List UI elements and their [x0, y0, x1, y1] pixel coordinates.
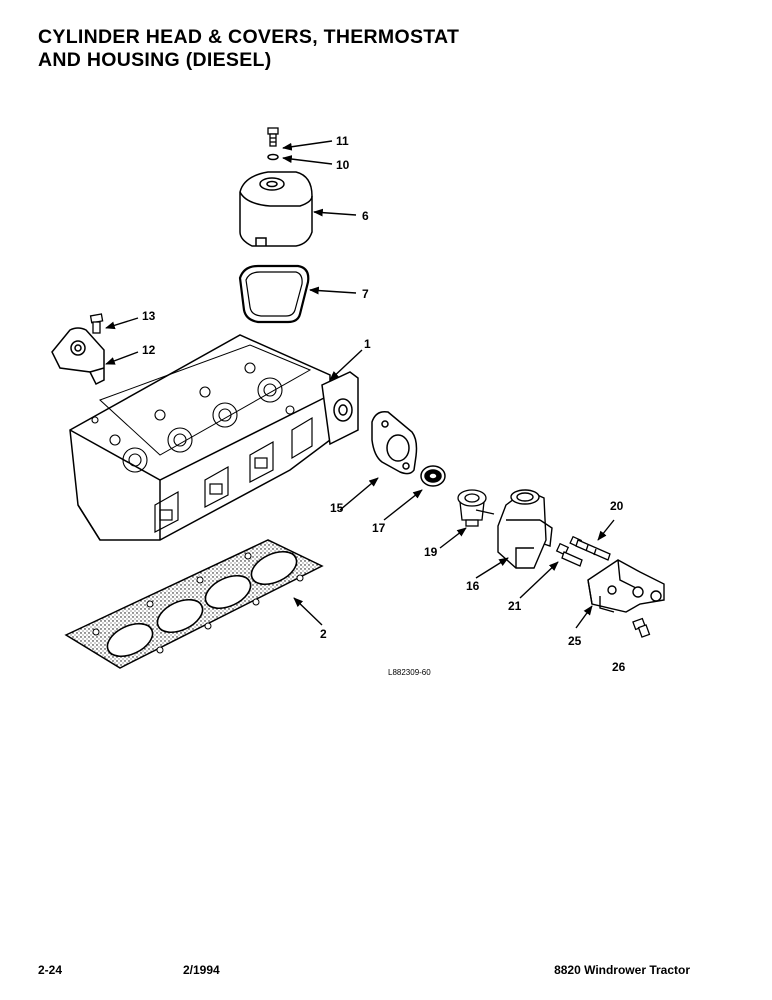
callout-labels: 11 10 6 7 13 12 1 15 17 19 16 20 21 25 2…: [142, 134, 626, 674]
bolt-part-13: [89, 313, 104, 334]
title-line-1: CYLINDER HEAD & COVERS, THERMOSTAT: [38, 26, 460, 48]
cylinder-head-part-1: [69, 334, 359, 541]
page-title: CYLINDER HEAD & COVERS, THERMOSTAT AND H…: [38, 26, 459, 72]
page-number: 2-24: [38, 963, 63, 977]
callout-10: 10: [336, 158, 350, 172]
bolt-part-26: [632, 617, 651, 638]
figure-reference: L882309-60: [388, 668, 431, 677]
washer-part-10: [267, 153, 279, 161]
leader-arrows: [105, 140, 615, 629]
callout-16: 16: [466, 579, 480, 593]
callout-17: 17: [372, 521, 386, 535]
title-line-2: AND HOUSING (DIESEL): [38, 49, 272, 71]
callout-1: 1: [364, 337, 371, 351]
callout-11: 11: [336, 134, 349, 148]
thermostat-part-19: [457, 489, 495, 527]
bolt-part-21: [555, 542, 583, 567]
publication-date: 2/1994: [183, 963, 220, 977]
callout-6: 6: [362, 209, 369, 223]
seal-ring-part-17: [420, 465, 446, 487]
seal-part-7: [238, 264, 310, 324]
housing-gasket-part-15: [371, 410, 418, 475]
callout-19: 19: [424, 545, 438, 559]
callout-2: 2: [320, 627, 327, 641]
bolt-part-20: [569, 535, 611, 561]
mounting-bracket-part-25: [587, 559, 665, 613]
callout-26: 26: [612, 660, 626, 674]
callout-13: 13: [142, 309, 156, 323]
bolt-part-11: [267, 127, 279, 147]
cover-part-6: [239, 171, 313, 247]
model-name: 8820 Windrower Tractor: [554, 963, 690, 977]
callout-20: 20: [610, 499, 624, 513]
callout-25: 25: [568, 634, 582, 648]
thermostat-housing-part-16: [497, 489, 553, 569]
lifting-bracket-part-12: [51, 327, 105, 386]
head-gasket-part-2: [64, 539, 324, 669]
callout-21: 21: [508, 599, 522, 613]
callout-15: 15: [330, 501, 344, 515]
callout-7: 7: [362, 287, 369, 301]
callout-12: 12: [142, 343, 156, 357]
